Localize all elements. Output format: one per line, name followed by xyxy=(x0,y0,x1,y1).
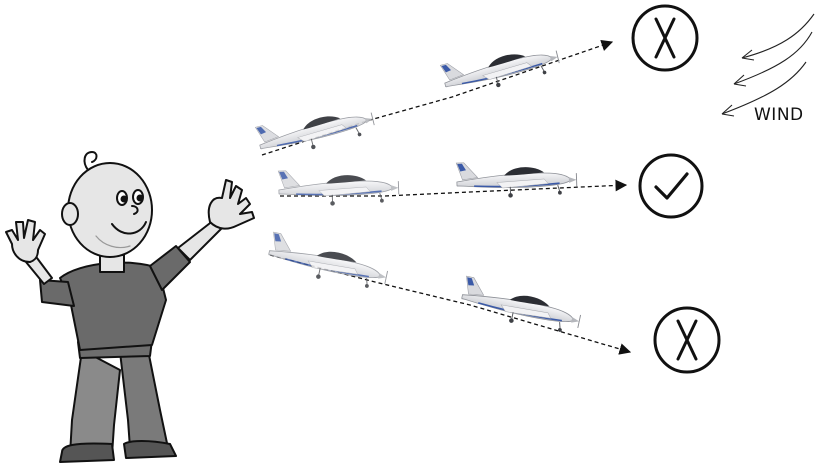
wind-arrows-icon xyxy=(721,13,815,117)
wind-label: WIND xyxy=(754,105,804,125)
airplane-icon xyxy=(254,98,378,163)
airplane-icon xyxy=(455,158,578,201)
flight-path-lower xyxy=(269,254,632,355)
airplane-icon xyxy=(265,231,392,294)
cartoon-boy-icon xyxy=(5,151,255,463)
circle-check-icon xyxy=(638,153,704,219)
airplane-icon xyxy=(277,166,400,209)
circle-x-icon xyxy=(631,4,699,72)
airplane-icon xyxy=(439,36,563,101)
circle-x-icon xyxy=(653,306,721,374)
airplane-icon xyxy=(458,275,585,338)
